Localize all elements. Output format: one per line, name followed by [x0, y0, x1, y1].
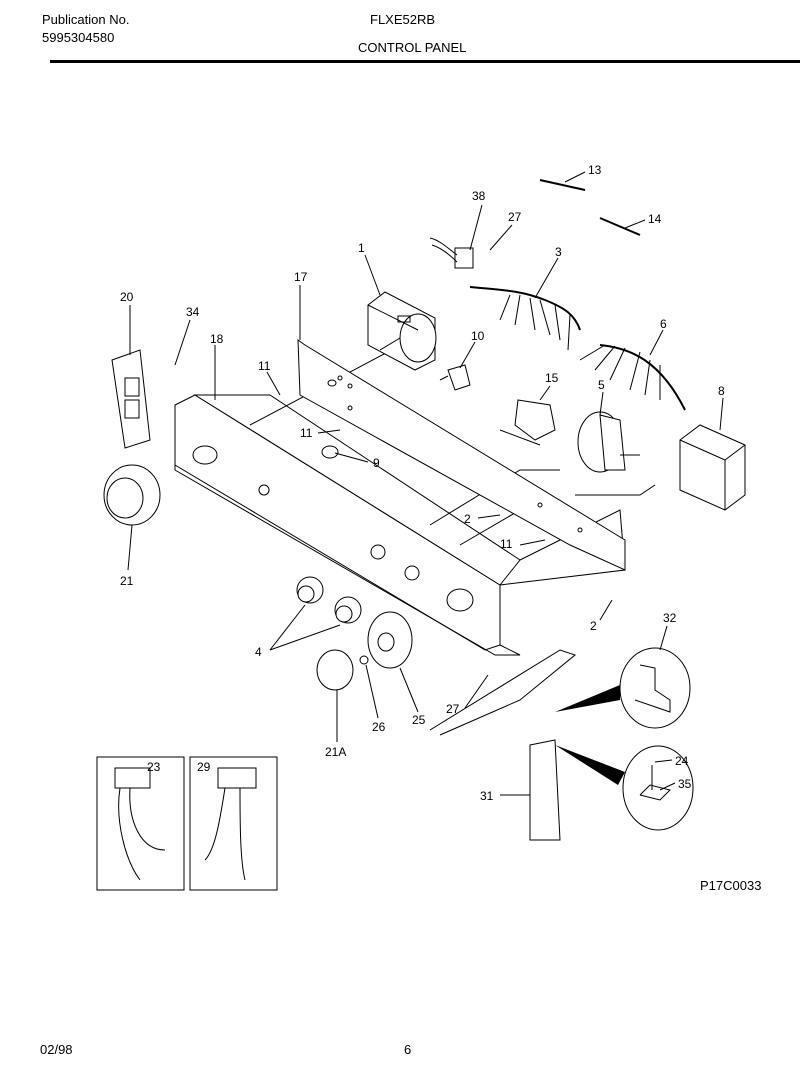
- leader-lines: [127, 171, 724, 796]
- model-number: FLXE52RB: [370, 12, 436, 27]
- callout-1: 1: [358, 241, 365, 255]
- callout-14: 14: [648, 212, 662, 226]
- publication-number: 5995304580: [42, 30, 115, 45]
- side-bracket-20: [111, 349, 151, 449]
- callout-27-top: 27: [508, 210, 522, 224]
- callout-13: 13: [588, 163, 602, 177]
- switch-assembly: [439, 364, 471, 391]
- callout-5: 5: [598, 378, 605, 392]
- clip-26: [359, 655, 369, 665]
- rear-bracket: [297, 339, 626, 571]
- callout-35: 35: [678, 777, 692, 791]
- inset-harness-23: [96, 756, 185, 891]
- callout-38: 38: [472, 189, 486, 203]
- header-rule: [50, 60, 800, 63]
- callout-20: 20: [120, 290, 134, 304]
- terminal-block: [575, 424, 746, 511]
- inset-harness-29: [189, 756, 278, 891]
- selector-switch: [499, 399, 556, 446]
- callout-3: 3: [555, 245, 562, 259]
- callout-17: 17: [294, 270, 308, 284]
- callout-24: 24: [675, 754, 689, 768]
- jumper-wire-13: [539, 179, 586, 191]
- callout-9: 9: [373, 456, 380, 470]
- callout-8: 8: [718, 384, 725, 398]
- callout-11-top: 11: [258, 359, 271, 373]
- callout-18: 18: [210, 332, 224, 346]
- knob-21a: [316, 649, 354, 691]
- callout-11-mid: 11: [300, 426, 313, 440]
- callout-31: 31: [480, 789, 494, 803]
- bracket-31: [429, 649, 577, 841]
- water-level-switch: [577, 411, 640, 473]
- footer-date: 02/98: [40, 1042, 73, 1057]
- knob-21: [103, 464, 161, 526]
- capacitor-part: [429, 237, 474, 269]
- callout-25: 25: [412, 713, 426, 727]
- callout-4: 4: [255, 645, 262, 659]
- push-buttons: [296, 576, 362, 624]
- callout-10: 10: [471, 329, 485, 343]
- section-title: CONTROL PANEL: [358, 40, 467, 55]
- wire-harness-secondary: [579, 344, 686, 411]
- callout-11-low: 11: [500, 537, 513, 551]
- callout-29: 29: [197, 760, 211, 774]
- callout-32: 32: [663, 611, 677, 625]
- timer-assembly: [367, 291, 437, 371]
- callout-23: 23: [147, 760, 161, 774]
- jumper-wire-14: [599, 217, 641, 236]
- publication-label: Publication No.: [42, 12, 130, 27]
- page-number: 6: [404, 1042, 412, 1057]
- callout-6: 6: [660, 317, 667, 331]
- callout-26: 26: [372, 720, 386, 734]
- wire-harness-main: [469, 286, 581, 351]
- dial-skirt: [367, 611, 413, 669]
- drawing-code: P17C0033: [700, 878, 762, 893]
- callout-34: 34: [186, 305, 200, 319]
- callout-2-low: 2: [590, 619, 597, 633]
- knob-small: [321, 445, 339, 459]
- callout-2-mid: 2: [464, 512, 471, 526]
- callout-21: 21: [120, 574, 134, 588]
- detail-view-24-35: [555, 745, 694, 831]
- callout-15: 15: [545, 371, 559, 385]
- callout-21a: 21A: [325, 745, 346, 759]
- detail-view-32: [555, 647, 691, 729]
- callout-27-low: 27: [446, 702, 460, 716]
